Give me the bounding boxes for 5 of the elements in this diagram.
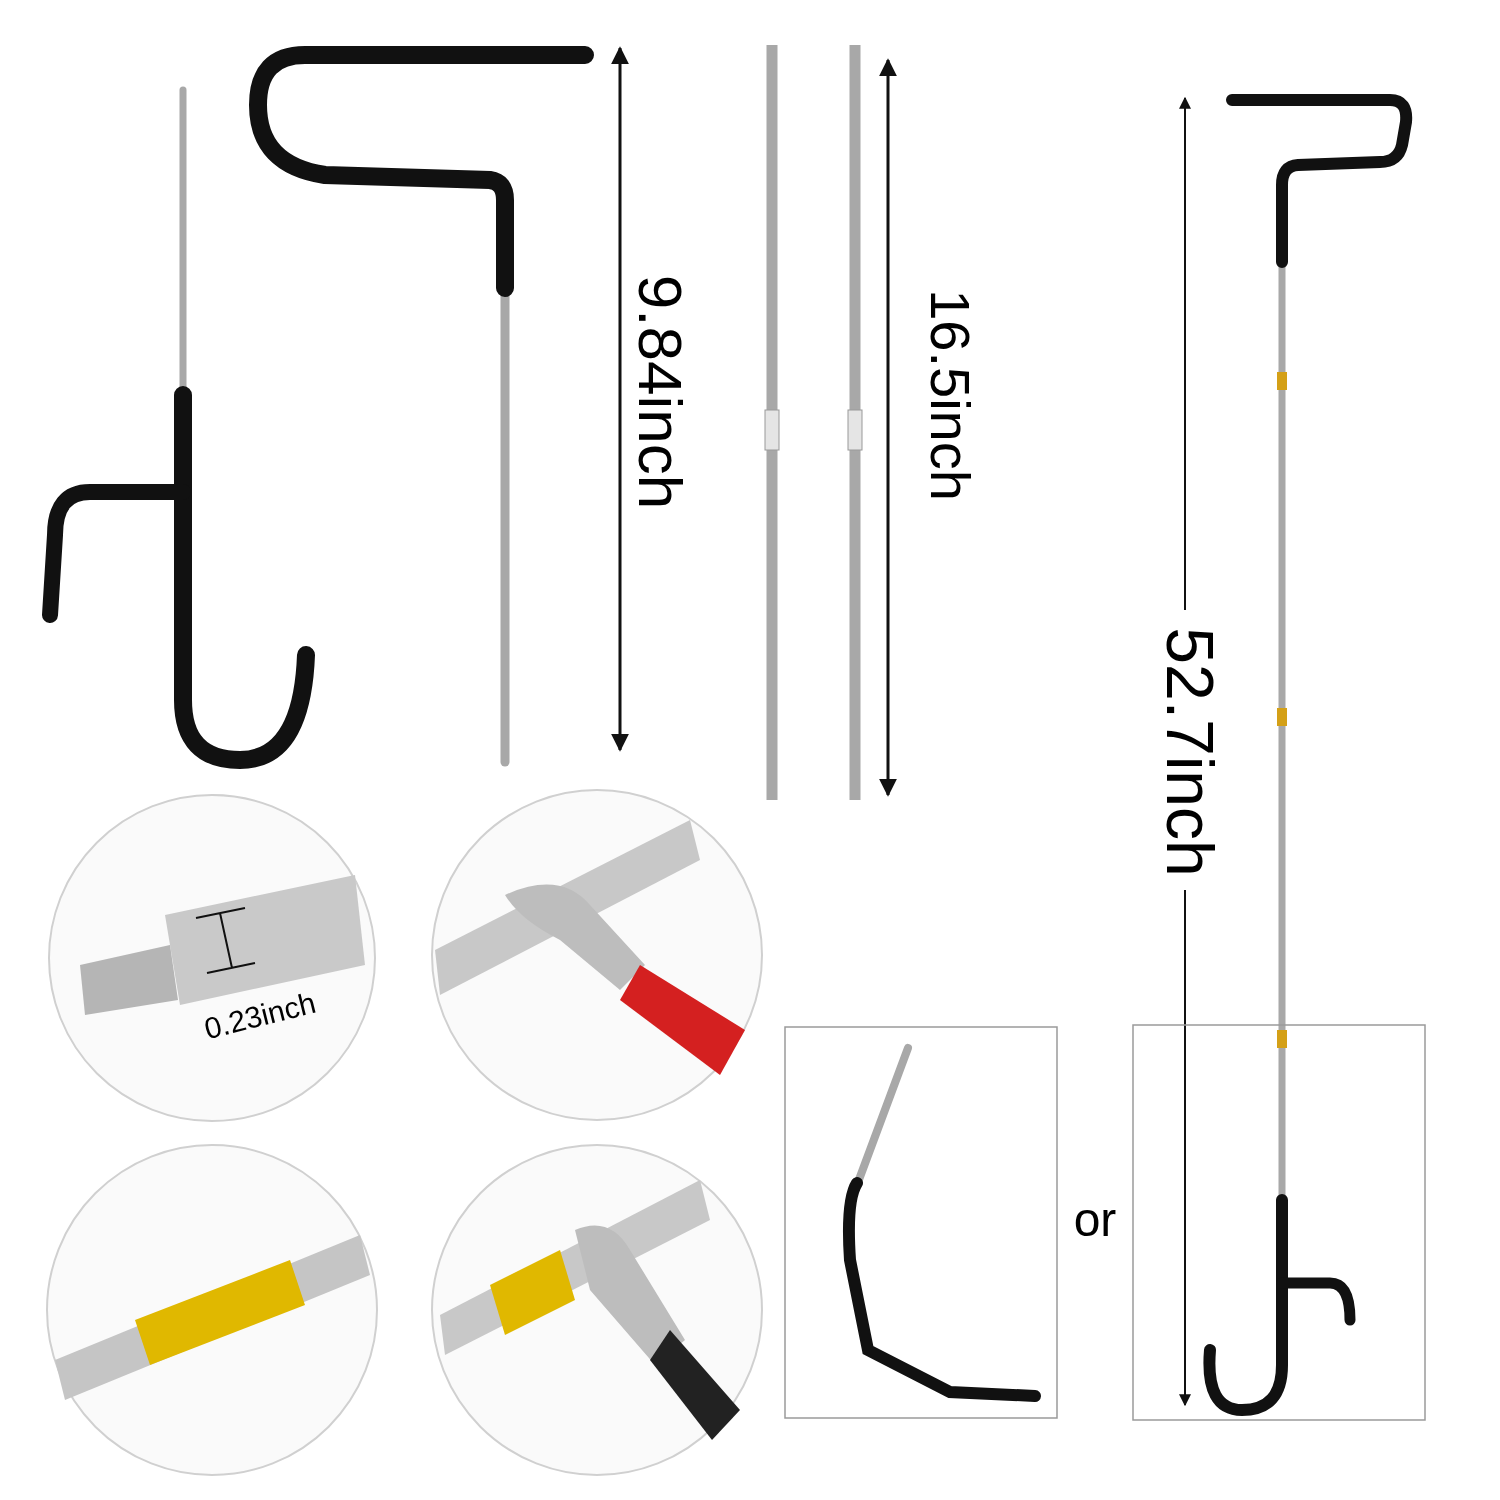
or-label: or [1073, 1196, 1117, 1244]
dimension-label: 16.5inch [922, 289, 978, 501]
dimension-label: 0.23inch [201, 987, 319, 1045]
dimension-label: 52.7inch [1157, 627, 1223, 877]
dimension-label: 9.84inch [629, 274, 691, 510]
